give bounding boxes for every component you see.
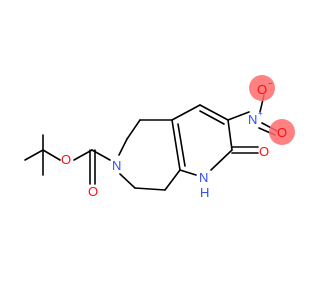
atom-nitro-o-right: O	[277, 125, 287, 140]
bond-carbonyl-c-to-ring-n	[91, 149, 111, 161]
atom-nitro-o-top: O	[257, 82, 267, 97]
atom-pyridone-o: O	[259, 144, 269, 159]
bond-c-bottom-to-c-junction-bottom	[164, 169, 181, 191]
nitro-oxygen-layer: O − O	[249, 75, 295, 145]
bond-c-to-nitro-n	[227, 111, 250, 121]
bond-fused-2	[177, 123, 186, 167]
atom-ring-n: N	[112, 158, 121, 173]
bond-c-upper-to-c-top	[126, 119, 141, 140]
bond-layer	[24, 94, 278, 191]
bond-c-carbonyl-to-nh	[210, 149, 233, 171]
atom-nh-n: N	[199, 170, 208, 185]
bond-tbu-methyl-left	[24, 149, 44, 161]
bond-c-nitro-to-c-carbonyl	[227, 119, 233, 151]
bond-fused-1	[171, 119, 181, 171]
atom-nitro-n: N	[248, 112, 257, 127]
nitro-o-right-highlight	[269, 119, 295, 145]
bond-nh-to-junction-bottom	[179, 169, 197, 176]
bond-c-lower-to-c-bottom	[134, 187, 166, 191]
chemical-structure-diagram: O O N N H O N + O − O	[24, 75, 295, 200]
atom-nitro-o-top-charge: −	[268, 79, 273, 88]
bond-ring-n-to-c-upper	[118, 138, 128, 156]
nitro-o-top-highlight	[249, 75, 275, 101]
atom-carbonyl-o: O	[88, 184, 98, 199]
atom-nh-h: H	[200, 185, 209, 200]
bond-ch-to-c-nitro-1	[199, 104, 229, 121]
bond-ester-o-to-carbonyl-c	[73, 149, 93, 161]
bond-ring-n-to-c-lower	[119, 173, 136, 189]
atom-label-layer: O O N N H O N +	[61, 109, 269, 200]
atom-nitro-n-charge: +	[258, 109, 263, 118]
atom-ester-o: O	[61, 152, 71, 167]
bond-tbu-to-ester-o	[42, 149, 61, 161]
bond-ch-to-c-nitro-2	[199, 110, 225, 125]
bond-junction-top-to-ch	[171, 104, 201, 121]
